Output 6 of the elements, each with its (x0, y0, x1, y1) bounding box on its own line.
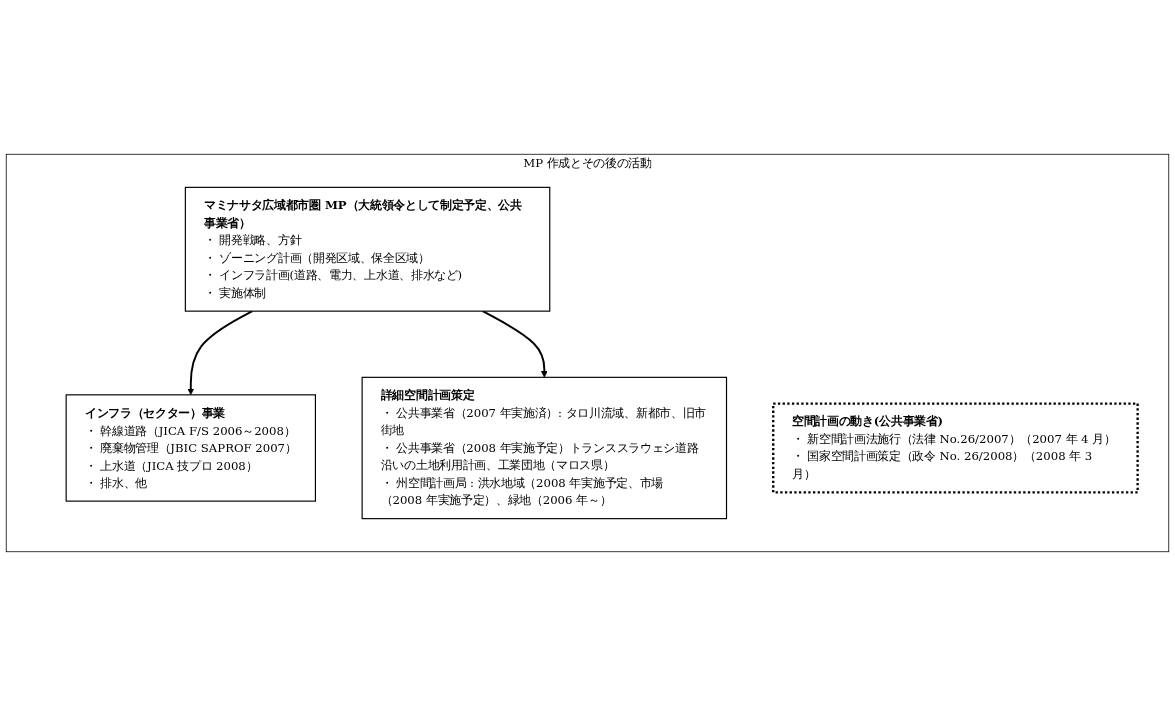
arrow (481, 310, 548, 378)
node-box: 空間計画の動き(公共事業省) ・ 新空間計画法施行（法律 No.26/2007）（2007 年 4 月） ・ 国家空間計画策定（政令 No. 26/2008）（2008 年 3 月） (772, 402, 1139, 494)
arrow (187, 310, 254, 396)
node-box: マミナサタ広域都市圏 MP（大統領令として制定予定、公共事業省） ・ 開発戦略、方針 ・ ゾーニング計画（開発区域、保全区域） ・ インフラ計画(道路、電力、上水道、排水など) ・ 実施体制 (184, 186, 551, 312)
node-box: 詳細空間計画策定 ・ 公共事業省（2007 年実施済）: タロ川流域、新都市、旧市街地 ・ 公共事業省（2008 年実施予定）トランススラウェシ道路沿いの土地利用計画、工業団地（マロス県） ・ 州空間計画局 : 洪水地域（2008 年実施予定、市場（2008 年実施予定）、緑地（2006 年～） (361, 376, 728, 520)
node-box: インフラ（セクター）事業 ・ 幹線道路（JICA F/S 2006～2008） ・ 廃棄物管理（JBIC SAPROF 2007） ・ 上水道（JICA 技プロ 2008） ・ 排水、他 (65, 394, 316, 502)
